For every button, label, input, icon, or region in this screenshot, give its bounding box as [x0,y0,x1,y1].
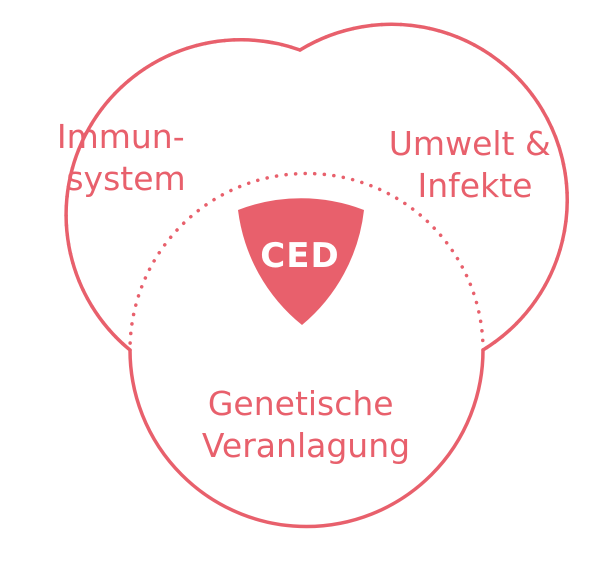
set-label-genetics-line-2: Veranlagung [202,426,410,465]
venn-inner-arcs [64,22,569,352]
intersection-ced-region [238,198,364,325]
set-label-immune: Immun- system [57,117,195,198]
set-label-environment: Umwelt & Infekte [389,124,561,205]
intersection-ced-label: CED [260,236,339,276]
set-label-genetics-line-1: Genetische [208,384,394,423]
set-label-environment-line-2: Infekte [418,166,533,205]
set-label-environment-line-1: Umwelt & [389,124,551,163]
set-label-immune-line-1: Immun- [57,117,185,156]
set-label-genetics: Genetische Veranlagung [202,384,410,465]
set-label-immune-line-2: system [66,159,185,198]
genetics-circle-inner-arc [128,171,485,352]
